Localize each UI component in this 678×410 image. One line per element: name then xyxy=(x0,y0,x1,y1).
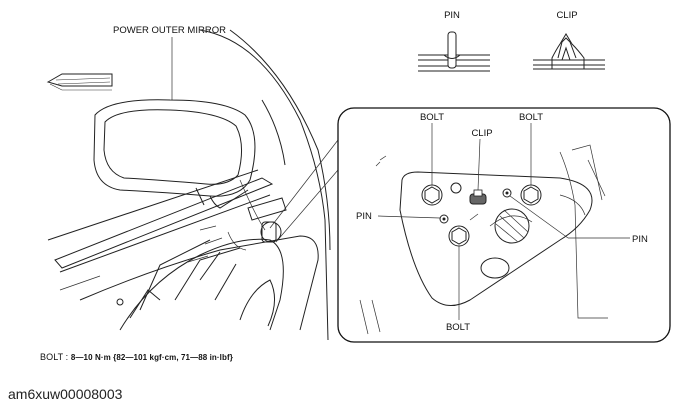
bolt-top-right-label: BOLT xyxy=(519,112,543,123)
bolt-top-right xyxy=(520,184,542,206)
callout-circle xyxy=(260,221,282,243)
mirror-housing xyxy=(93,99,256,209)
clip-detail-label: CLIP xyxy=(471,128,492,139)
pin-legend-label: PIN xyxy=(444,10,460,21)
pin-symbol xyxy=(418,31,490,72)
callout-line-top xyxy=(269,139,339,229)
pin-left-label: PIN xyxy=(356,211,372,222)
torque-value: 8—10 N·m {82—101 kgf·cm, 71—88 in·lbf} xyxy=(70,353,233,362)
door-panel xyxy=(47,29,331,341)
bolt-bottom xyxy=(448,225,470,247)
clip-legend-label: CLIP xyxy=(556,10,577,21)
pin-left xyxy=(439,214,449,224)
torque-spec: BOLT : 8—10 N·m {82—101 kgf·cm, 71—88 in… xyxy=(40,352,233,362)
callout-line-bottom xyxy=(275,169,339,243)
clip-detail xyxy=(469,189,487,205)
torque-prefix: BOLT : xyxy=(40,352,71,362)
bolt-top-left xyxy=(421,184,443,206)
bolt-bottom-label: BOLT xyxy=(446,322,470,333)
pin-right xyxy=(502,188,512,198)
detail-door-structure xyxy=(359,144,608,335)
forward-arrow-icon xyxy=(46,73,113,87)
figure-id: am6xuw00008003 xyxy=(8,386,123,402)
mirror-label: POWER OUTER MIRROR xyxy=(113,25,226,36)
pin-right-label: PIN xyxy=(632,234,648,245)
detail-view-frame xyxy=(337,107,671,343)
bolt-top-left-label: BOLT xyxy=(420,112,444,123)
clip-symbol xyxy=(533,33,605,70)
